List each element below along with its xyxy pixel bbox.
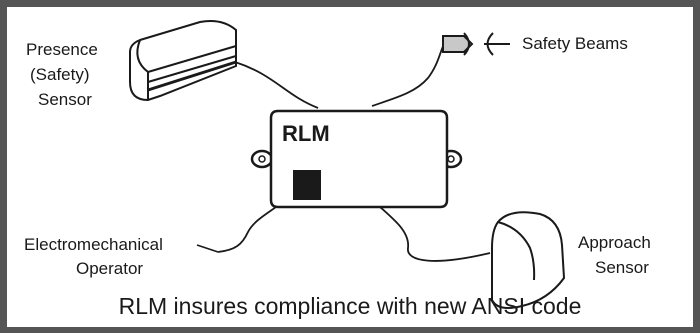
operator-leader [196, 244, 219, 253]
presence-sensor-label-line1: Presence [26, 40, 98, 59]
presence-sensor-label-line2: (Safety) [30, 65, 90, 84]
presence-sensor-device [129, 20, 237, 102]
wire-safety-beams [371, 43, 445, 107]
rlm-port [293, 170, 321, 200]
approach-sensor-device [491, 211, 566, 309]
wire-approach-sensor [371, 199, 491, 262]
approach-sensor-label-line2: Sensor [595, 258, 649, 277]
caption: RLM insures compliance with new ANSI cod… [119, 293, 582, 319]
presence-sensor-label-line3: Sensor [38, 90, 92, 109]
rlm-module [250, 109, 463, 209]
safety-beams-icon [442, 32, 510, 56]
rlm-label: RLM [282, 121, 330, 146]
safety-beams-label: Safety Beams [522, 34, 628, 53]
operator-label-line1: Electromechanical [24, 235, 163, 254]
wire-presence-sensor [234, 61, 319, 109]
operator-label-line2: Operator [76, 259, 143, 278]
approach-sensor-label-line1: Approach [578, 233, 651, 252]
